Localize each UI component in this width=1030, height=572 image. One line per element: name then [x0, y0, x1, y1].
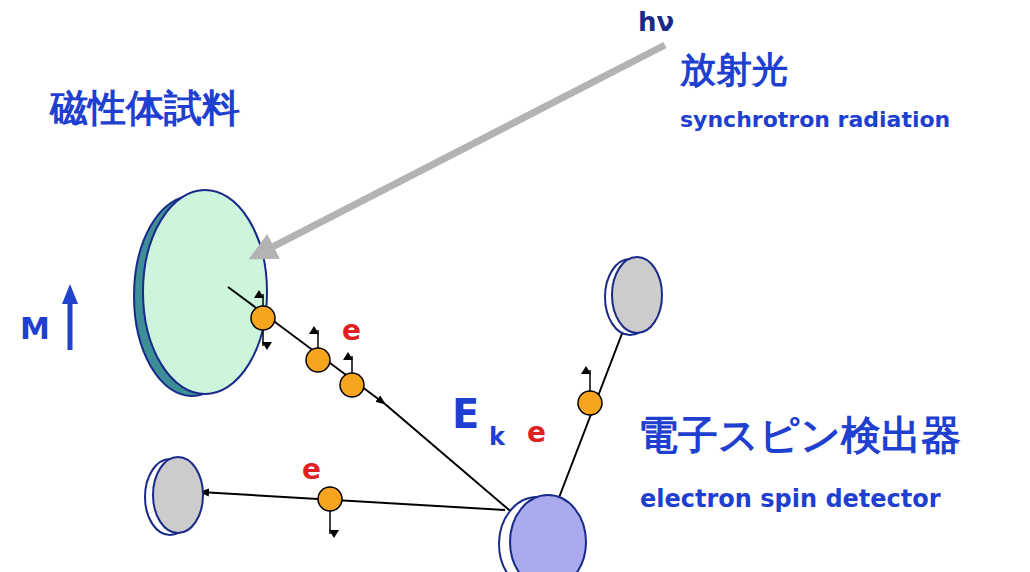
counter [153, 457, 203, 533]
magnetization-head [62, 284, 78, 304]
magnetization-label: M [20, 312, 50, 345]
electron-label: e [527, 418, 546, 449]
scatter-path [200, 492, 505, 510]
detector-label: electron spin detector [640, 486, 941, 512]
spin-detector [510, 495, 586, 572]
electron-path [228, 287, 385, 404]
energy-subscript: k [489, 424, 505, 450]
beam-arrow [255, 45, 665, 256]
sample-disk [143, 190, 267, 394]
energy-label: E [452, 392, 479, 436]
electron-label: e [342, 316, 361, 347]
sample-label: 磁性体試料 [50, 88, 240, 130]
electron-label: e [302, 455, 321, 486]
source-label: 放射光 [680, 50, 788, 90]
detector-label: 電子スピン検出器 [638, 413, 961, 457]
photon-label: hν [638, 8, 674, 37]
electron-path [385, 404, 515, 515]
counter [612, 257, 662, 333]
scatter-path [555, 318, 628, 508]
magnetization-arrow [68, 300, 73, 350]
source-label: synchrotron radiation [680, 108, 950, 132]
electrons [251, 294, 602, 534]
